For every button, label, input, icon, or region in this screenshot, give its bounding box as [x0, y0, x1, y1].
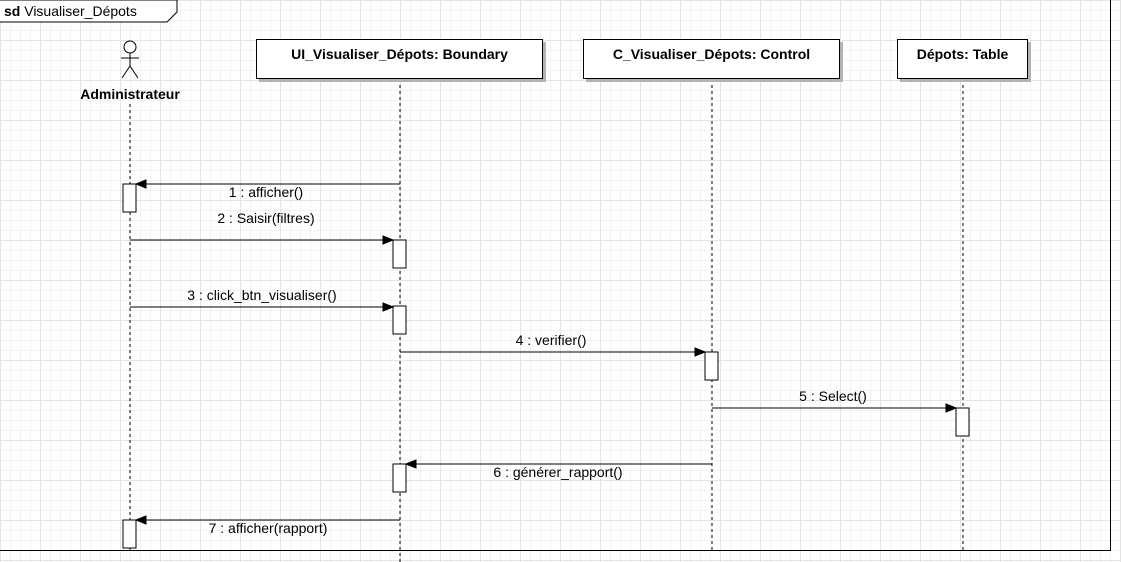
frame-tab [0, 0, 178, 23]
arrowhead [382, 302, 395, 312]
sequence-frame [0, 0, 1111, 551]
activation-bar[interactable] [122, 519, 137, 549]
participant-control[interactable]: C_Visualiser_Dépots: Control [583, 39, 840, 79]
message-label-2: 2 : Saisir(filtres) [217, 210, 315, 226]
activation-bar[interactable] [392, 305, 407, 335]
participant-label: C_Visualiser_Dépots: Control [612, 46, 811, 62]
message-label-5: 5 : Select() [799, 388, 867, 404]
message-label-3: 3 : click_btn_visualiser() [187, 287, 337, 303]
participant-label: Dépots: Table [916, 46, 1009, 62]
participant-label: UI_Visualiser_Dépots: Boundary [291, 46, 508, 62]
activation-bar[interactable] [392, 239, 407, 269]
arrowhead [404, 459, 417, 469]
arrowhead [694, 347, 707, 357]
frame-name: Visualiser_Dépots [24, 3, 137, 19]
participant-ui-boundary[interactable]: UI_Visualiser_Dépots: Boundary [256, 39, 543, 79]
message-label-6: 6 : générer_rapport() [493, 464, 623, 480]
arrowhead [134, 179, 147, 189]
frame-keyword: sd [4, 3, 21, 19]
arrowhead [134, 515, 147, 525]
participant-table[interactable]: Dépots: Table [897, 39, 1028, 79]
activation-bar[interactable] [122, 183, 137, 213]
activation-bar[interactable] [955, 407, 970, 437]
arrowhead [945, 403, 958, 413]
message-label-7: 7 : afficher(rapport) [208, 520, 328, 536]
message-label-1: 1 : afficher() [228, 184, 304, 200]
actor-icon[interactable] [121, 40, 139, 79]
arrowhead [382, 235, 395, 245]
activation-bar[interactable] [392, 463, 407, 493]
actor-label: Administrateur [80, 86, 180, 102]
message-label-4: 4 : verifier() [515, 332, 587, 348]
activation-bar[interactable] [704, 351, 719, 381]
frame-title: sd Visualiser_Dépots [4, 3, 137, 19]
